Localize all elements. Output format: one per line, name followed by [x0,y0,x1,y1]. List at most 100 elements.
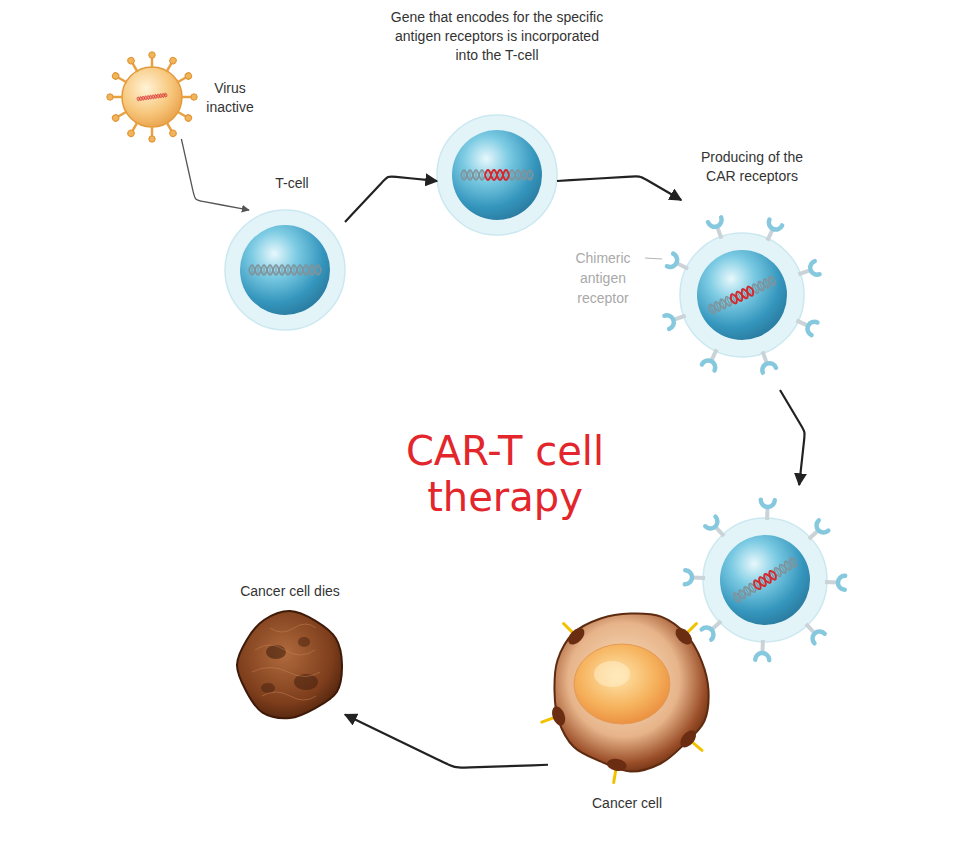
virus-spike [164,121,178,138]
dead-cell-texture [252,624,320,700]
antigen-bump [550,705,568,728]
cell-outline [647,200,837,390]
car-receptor [705,517,729,541]
virus-spike [164,56,178,73]
cell-membrane [237,611,342,718]
dark-spot [294,674,318,690]
callout-label: Chimeric antigen receptor [563,248,643,308]
antigen-stick [542,717,555,722]
virus-spike [176,109,193,123]
car-receptor [702,346,723,370]
flow-arrow [345,715,548,768]
antigen-sticks [542,624,702,783]
car-receptor [708,217,728,241]
flow-arrow [557,176,681,200]
cell-membrane [225,210,345,330]
node-label: Cancer cell [577,794,677,813]
cell-nucleus [240,225,330,315]
cell-outline [110,55,194,139]
car-receptor [825,575,845,590]
flow-arrow [181,139,249,210]
virus-spike [127,121,141,138]
cell-membrane [703,518,827,642]
cell-nucleus [697,250,787,340]
cell-outline [670,485,860,675]
virus-spike [181,94,197,100]
virus-spike [176,72,193,86]
node-label: Virus inactive [195,79,265,117]
virus-spike [111,109,128,123]
cell-node: Virus inactive [110,55,194,139]
node-label: T-cell [252,174,332,193]
dna-helix [707,275,776,314]
antigen-stick [687,624,697,634]
virus-spike [149,52,155,68]
car-receptor [664,309,688,329]
car-receptor [796,261,820,281]
cell-nucleus [452,130,542,220]
inserted-gene [729,285,755,304]
cell-node: Cancer cell [548,608,713,773]
cell-node: T-cell [225,210,345,330]
node-label: Gene that encodes for the specific antig… [382,8,612,65]
antigen-bump [677,727,699,750]
antigen-bump [565,625,588,648]
car-receptors [685,500,845,660]
virus-spikes [107,52,197,142]
dna-helix [249,265,321,275]
cell-outline [235,610,345,720]
dark-spot [261,683,275,693]
car-receptor [793,314,817,335]
dark-spot [298,637,310,647]
cell-outline [225,210,345,330]
cell-nucleus [720,535,810,625]
antigen-stick [614,769,616,783]
car-receptors [664,217,819,372]
car-receptor [801,619,825,643]
antigen-bump [672,625,695,648]
cell-node: Producing of the CAR receptors [647,200,837,390]
car-receptor [685,570,705,585]
cell-node: Gene that encodes for the specific antig… [437,115,557,235]
dark-spot [266,645,286,659]
car-receptor [756,349,776,373]
car-receptor [755,640,770,660]
antigen-stick [564,624,574,634]
virus-spike [111,72,128,86]
car-receptor [804,520,828,544]
cell-outline [548,608,713,773]
dna-helix [732,557,798,604]
nucleus-highlight [594,661,630,687]
viral-dna [137,93,168,101]
texture-lines [252,624,320,700]
car-receptor [761,220,782,244]
cell-membrane [554,613,708,771]
node-label: Producing of the CAR receptors [687,148,817,186]
cancer-nucleus [574,644,670,724]
cell-membrane [680,233,804,357]
flow-arrow [345,176,437,222]
antigen-bump [606,757,628,772]
antigen-bumps [550,625,700,773]
virus-spike [127,56,141,73]
cell-membrane [122,67,182,127]
antigen-stick [691,741,702,750]
car-receptor [760,500,775,520]
inserted-gene [752,569,778,590]
car-receptor [702,616,726,640]
flow-arrow [780,390,805,485]
diagram-title: CAR-T cell therapy [365,428,645,520]
cell-membrane [437,115,557,235]
cell-node [670,485,860,675]
cell-node: Cancer cell dies [235,610,345,720]
inserted-gene [485,170,509,180]
node-label: Cancer cell dies [220,582,360,601]
virus-spike [149,126,155,142]
leader-line [645,258,662,259]
virus-spike [107,94,123,100]
dna-helix [461,170,533,180]
cell-outline [437,115,557,235]
car-receptor [667,254,691,275]
